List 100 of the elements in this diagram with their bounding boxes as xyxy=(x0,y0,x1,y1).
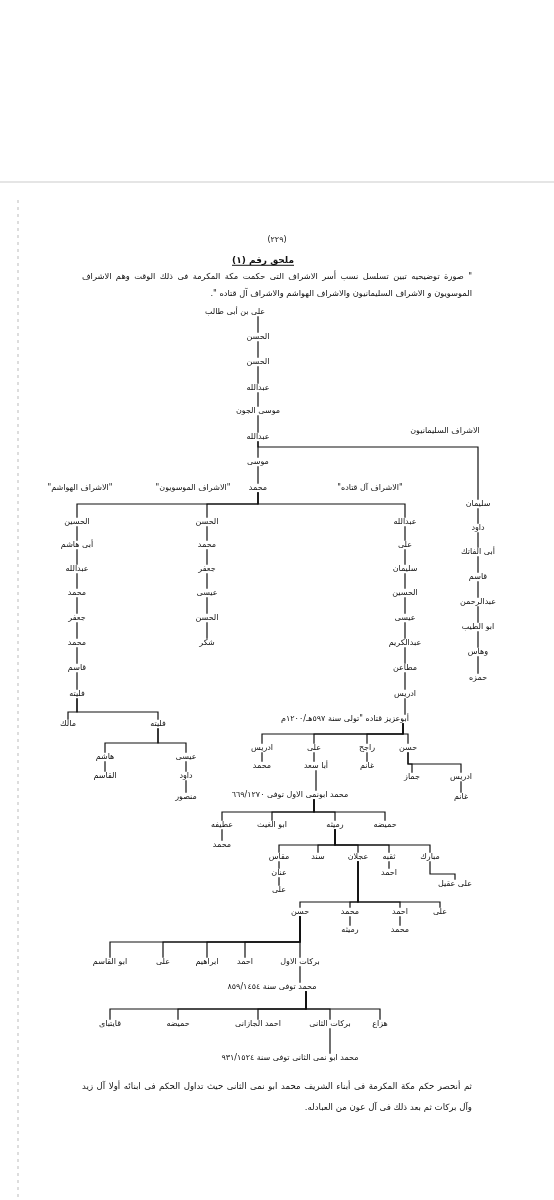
person-name: حميضه xyxy=(166,1019,190,1029)
family-line xyxy=(76,548,78,566)
person-name: احمد الجازانى xyxy=(235,1019,281,1029)
family-line xyxy=(104,760,106,773)
person-name: الحسين xyxy=(392,588,418,598)
person-name: على بن أبى طالب xyxy=(204,307,266,317)
family-line xyxy=(109,915,301,959)
person-name: على xyxy=(155,957,171,967)
family-line xyxy=(206,548,208,566)
person-name: قايتباى xyxy=(99,1019,121,1029)
person-name: هزاع xyxy=(372,1019,388,1029)
person-name: محمد ابو نمى الثانى توفى سنة ٩٣١/١٥٢٤ xyxy=(221,1053,359,1063)
person-name: مالك xyxy=(60,719,76,729)
family-line xyxy=(477,531,479,549)
family-line xyxy=(76,572,78,590)
person-name: ادريس xyxy=(393,689,417,699)
person-name: على عقيل xyxy=(438,879,472,889)
family-line xyxy=(299,965,301,984)
person-name: محمد توفى سنة ٨٥٩/١٤٥٤ xyxy=(227,982,317,992)
person-name: عيسى xyxy=(175,752,197,762)
footnote-text: ثم أنحصر حكم مكة المكرمة فى أبناء الشريف محمد ابو نمى الثانى حيث تداول الحكم فى ابنائه أولا آل زيد وآل بركات ثم بعد ذلك فى آل عون من العبادله. xyxy=(82,1079,472,1114)
family-line xyxy=(329,1027,331,1055)
family-line xyxy=(221,828,223,842)
person-name: عجلان xyxy=(347,852,369,862)
person-name: موسى xyxy=(247,457,269,467)
family-line xyxy=(477,630,479,649)
family-line xyxy=(206,525,208,542)
family-line xyxy=(399,915,401,927)
family-line xyxy=(257,365,259,385)
family-line xyxy=(76,596,78,615)
person-name: محمد ابونمى الاول توفى ٦٦٩/١٢٧٠ xyxy=(231,790,349,800)
person-name: الحسن xyxy=(195,613,219,623)
person-name: ادريس xyxy=(449,772,473,782)
person-name: جماز xyxy=(404,772,420,782)
person-name: عيسى xyxy=(196,588,218,598)
person-name: عبدالكريم xyxy=(388,638,422,648)
family-line xyxy=(206,621,208,640)
person-name: فليته xyxy=(150,719,166,729)
family-line xyxy=(157,727,187,754)
family-line xyxy=(76,621,78,640)
family-line xyxy=(109,990,307,1021)
family-line xyxy=(261,722,404,745)
group-heading: "الاشراف الموسويون" xyxy=(155,483,231,493)
family-line xyxy=(257,440,479,501)
family-line xyxy=(404,646,406,665)
person-name: مقاس xyxy=(268,852,290,862)
family-line xyxy=(278,860,280,870)
group-heading: "الاشراف الهواشم" xyxy=(47,483,113,493)
family-line xyxy=(460,780,462,794)
person-name: محمد xyxy=(248,483,268,493)
person-name: ابو الغيث xyxy=(257,820,287,830)
person-name: الحسن xyxy=(246,332,270,342)
person-name: قاسم xyxy=(468,572,488,582)
person-name: وهاس xyxy=(467,647,489,657)
person-name: مطاعن xyxy=(392,663,418,673)
family-line xyxy=(366,751,368,763)
family-line xyxy=(257,315,259,334)
family-line xyxy=(221,798,315,822)
person-name: عبدالله xyxy=(393,517,417,527)
family-line xyxy=(313,751,315,763)
person-name: على xyxy=(397,540,413,550)
person-name: حميضه xyxy=(373,820,397,830)
family-line xyxy=(429,860,456,881)
person-name: موسى الجون xyxy=(235,406,281,416)
person-name: القاسم xyxy=(93,771,117,781)
family-line xyxy=(315,769,317,792)
person-name: غانم xyxy=(359,761,375,771)
family-line xyxy=(404,525,406,542)
page-number: (٢٢٩) xyxy=(267,235,287,245)
person-name: عطيفه xyxy=(210,820,234,830)
family-line xyxy=(404,572,406,590)
person-name: جعفر xyxy=(198,564,216,574)
person-name: محمد xyxy=(340,907,360,917)
person-name: حسن xyxy=(290,907,310,917)
person-name: أبا سعد xyxy=(303,761,329,771)
person-name: رميثه xyxy=(326,820,344,830)
person-name: بركات الاول xyxy=(280,957,320,967)
person-name: محمد xyxy=(67,588,87,598)
person-name: سليمان xyxy=(392,564,418,574)
family-line xyxy=(349,915,351,927)
person-name: أبوعزيز قتاده "تولى سنة ٥٩٧هـ/١٢٠٠م xyxy=(281,714,409,724)
family-line xyxy=(477,555,479,574)
person-name: الحسن xyxy=(246,357,270,367)
family-line xyxy=(76,646,78,665)
family-line xyxy=(206,596,208,615)
person-name: فليته xyxy=(69,689,85,699)
person-name: احمد xyxy=(237,957,253,967)
family-line xyxy=(185,779,187,794)
person-name: عنان xyxy=(271,868,287,878)
person-name: ثقبه xyxy=(382,852,396,862)
person-name: غانم xyxy=(453,792,469,802)
person-name: على xyxy=(306,743,322,753)
person-name: ابو الطيب xyxy=(461,622,495,632)
person-name: أبى الفاتك xyxy=(461,547,495,557)
group-heading: الاشراف السليمانيون xyxy=(410,426,480,436)
family-line xyxy=(404,596,406,615)
person-name: ابراهيم xyxy=(195,957,219,967)
person-name: محمد xyxy=(197,540,217,550)
family-line xyxy=(404,671,406,691)
person-name: حمزه xyxy=(468,673,488,683)
